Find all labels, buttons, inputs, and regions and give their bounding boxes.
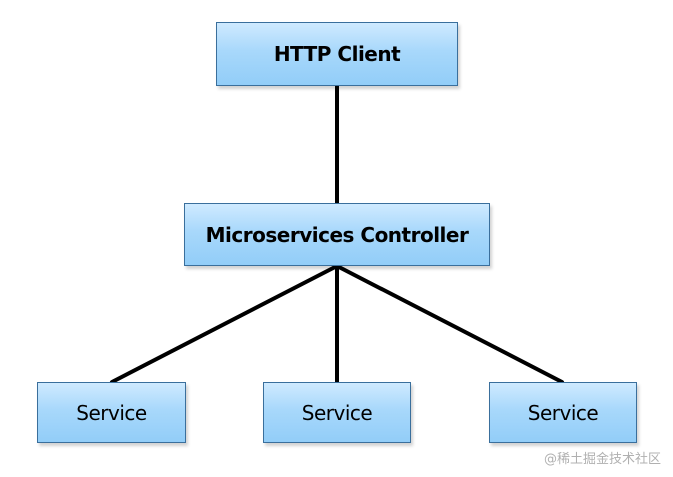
node-microservices-controller: Microservices Controller <box>184 203 490 266</box>
connector-controller-to-service-1 <box>110 264 339 384</box>
node-service-2: Service <box>263 382 411 443</box>
node-service-1: Service <box>37 382 186 443</box>
watermark-text: @稀土掘金技术社区 <box>543 452 661 467</box>
node-http-client: HTTP Client <box>216 22 458 86</box>
connector-controller-to-service-3 <box>335 264 564 384</box>
node-service-3: Service <box>489 382 637 443</box>
